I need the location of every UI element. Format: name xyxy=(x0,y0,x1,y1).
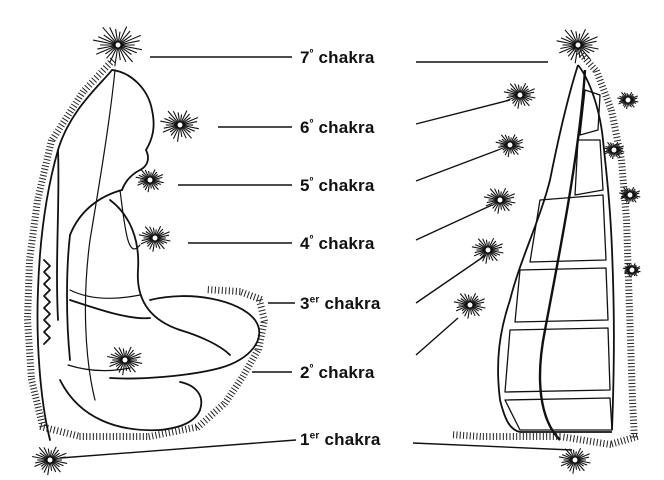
label-chakra-2: 2º chakra xyxy=(300,363,374,383)
label-chakra-4: 4º chakra xyxy=(300,234,374,254)
label-chakra-5: 5º chakra xyxy=(300,176,374,196)
label-chakra-1: 1er chakra xyxy=(300,430,380,450)
label-chakra-6: 6º chakra xyxy=(300,118,374,138)
label-chakra-3: 3er chakra xyxy=(300,294,380,314)
side-view-figure xyxy=(498,65,614,440)
label-chakra-7: 7º chakra xyxy=(300,48,374,68)
seated-figure xyxy=(38,70,260,440)
